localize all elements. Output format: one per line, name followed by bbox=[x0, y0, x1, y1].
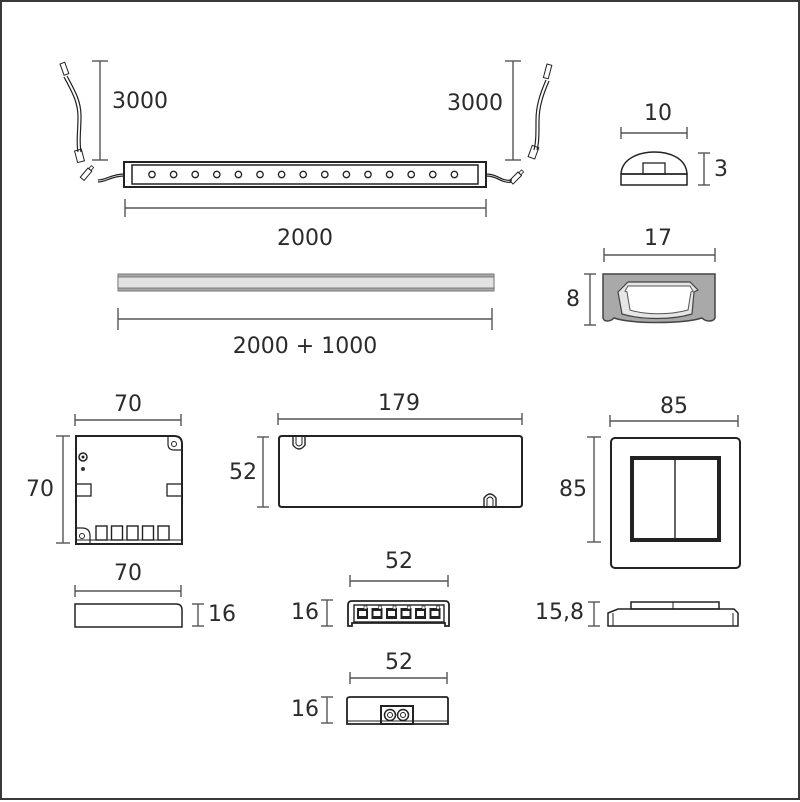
wall-switch-side-view bbox=[588, 601, 739, 627]
terminal-icon bbox=[95, 525, 108, 541]
led-dot-icon bbox=[364, 170, 372, 179]
port-socket-icon bbox=[371, 605, 383, 619]
port-socket-icon bbox=[400, 605, 412, 619]
connector-plug-icon bbox=[508, 169, 525, 185]
controller-box bbox=[56, 414, 183, 545]
led-bar bbox=[59, 60, 553, 217]
distributor-width-label: 52 bbox=[385, 549, 413, 574]
wall-switch bbox=[587, 415, 741, 569]
distributor-6way bbox=[321, 575, 450, 627]
distributor-height-label: 16 bbox=[291, 600, 319, 625]
led-bar-length-label: 2000 bbox=[277, 226, 333, 251]
profile-section-height-label: 8 bbox=[566, 287, 580, 312]
aluminium-profile bbox=[117, 273, 495, 330]
led-driver bbox=[257, 413, 523, 508]
led-dot-icon bbox=[212, 170, 221, 179]
profile-length-label: 2000 + 1000 bbox=[232, 334, 378, 359]
terminal-icon bbox=[157, 525, 170, 541]
switch-side-height-label: 15,8 bbox=[535, 600, 584, 625]
led-dot-icon bbox=[407, 170, 416, 179]
driver-height-label: 52 bbox=[229, 460, 257, 485]
led-dot-icon bbox=[169, 170, 178, 179]
profile-section-width-label: 17 bbox=[644, 226, 672, 251]
terminal-blocks bbox=[95, 525, 170, 541]
cable-right bbox=[527, 63, 553, 160]
port-socket-icon bbox=[429, 605, 441, 619]
controller-height-label: 70 bbox=[26, 477, 54, 502]
connector-plug-icon bbox=[79, 165, 95, 182]
led-dot-icon bbox=[320, 170, 329, 179]
switch-height-label: 85 bbox=[559, 477, 587, 502]
profile-cross-section bbox=[584, 248, 716, 326]
driver-width-label: 179 bbox=[378, 391, 420, 416]
connector-plug-icon bbox=[59, 61, 70, 76]
led-dot-icon bbox=[277, 170, 286, 179]
led-dot-icon bbox=[148, 170, 156, 179]
led-cable-left-length-label: 3000 bbox=[112, 89, 168, 114]
distributor-ports bbox=[357, 605, 441, 619]
cable-left bbox=[59, 61, 86, 164]
led-dot-icon bbox=[234, 170, 243, 179]
led-cable-right-length-label: 3000 bbox=[447, 91, 503, 116]
terminal-icon bbox=[110, 525, 124, 541]
controller-side-view bbox=[74, 585, 204, 628]
port-socket-icon bbox=[386, 605, 397, 619]
connector-box bbox=[321, 672, 449, 725]
connector-plug-icon bbox=[542, 63, 553, 80]
led-section-height-label: 3 bbox=[714, 157, 728, 182]
controller-side-width-label: 70 bbox=[114, 561, 142, 586]
led-dots bbox=[148, 170, 459, 179]
led-dot-icon bbox=[191, 170, 200, 179]
led-dot-icon bbox=[385, 170, 394, 179]
switch-width-label: 85 bbox=[660, 394, 688, 419]
led-dot-icon bbox=[428, 170, 437, 179]
connector-box-height-label: 16 bbox=[291, 697, 319, 722]
led-section-width-label: 10 bbox=[644, 101, 672, 126]
led-dot-icon bbox=[256, 170, 264, 179]
port-socket-icon bbox=[415, 605, 426, 619]
terminal-icon bbox=[126, 525, 139, 541]
controller-width-label: 70 bbox=[114, 392, 142, 417]
connector-box-width-label: 52 bbox=[385, 650, 413, 675]
terminal-icon bbox=[141, 525, 155, 541]
led-cross-section bbox=[620, 127, 710, 186]
led-dot-icon bbox=[342, 170, 351, 179]
port-socket-icon bbox=[357, 605, 368, 619]
led-dot-icon bbox=[299, 170, 308, 179]
controller-side-height-label: 16 bbox=[208, 602, 236, 627]
led-dot-icon bbox=[450, 170, 459, 179]
